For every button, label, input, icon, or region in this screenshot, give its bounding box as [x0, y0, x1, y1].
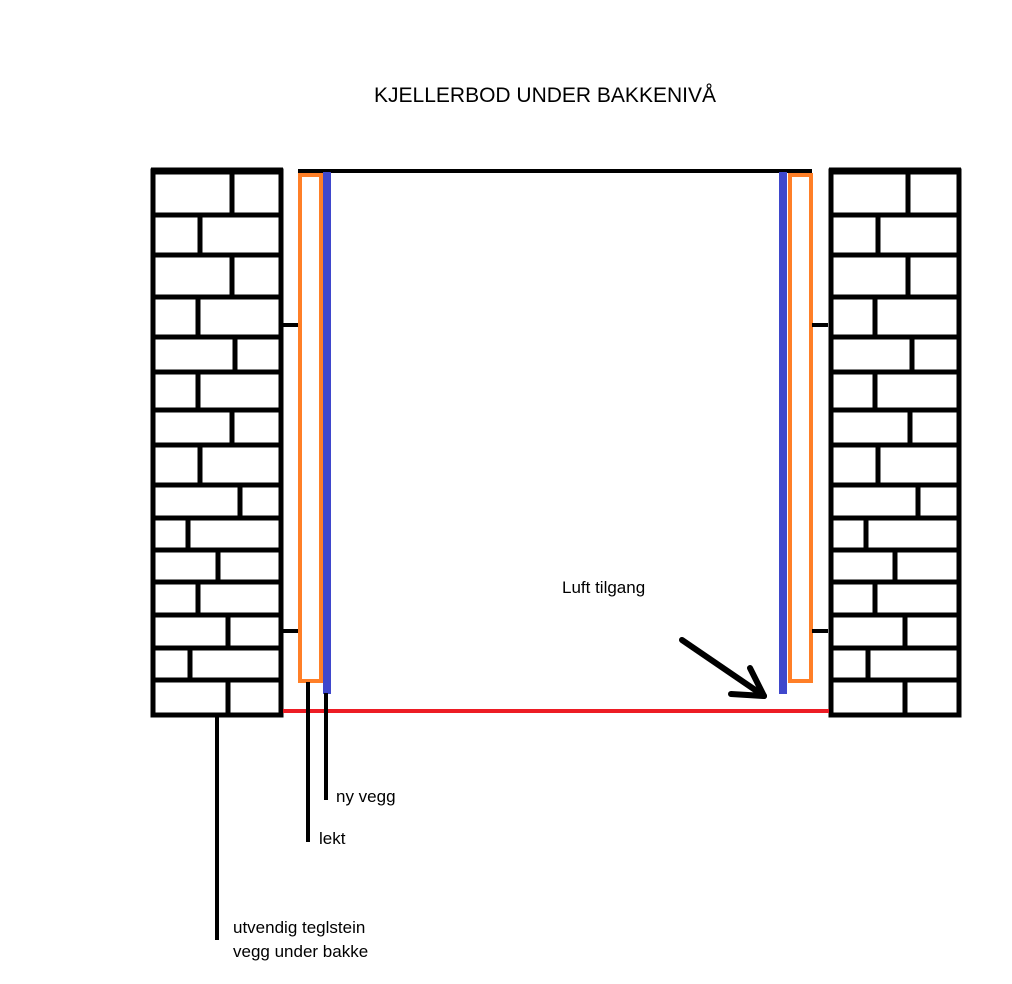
left-batten	[298, 173, 323, 683]
right-batten	[788, 173, 813, 683]
brick-wall-label-1: utvendig teglstein	[233, 918, 366, 937]
brick-wall-label-2: vegg under bakke	[233, 942, 369, 961]
right-brick-wall	[828, 167, 962, 718]
air-label: Luft tilgang	[562, 578, 646, 597]
connector-ticks	[283, 323, 828, 633]
left-brick-wall	[150, 167, 284, 718]
air-arrow-icon	[679, 637, 767, 699]
diagram-title: KJELLERBOD UNDER BAKKENIVÅ	[374, 84, 716, 107]
new-wall-label: ny vegg	[336, 787, 396, 806]
batten-label: lekt	[319, 829, 346, 848]
leader-lines	[215, 682, 328, 940]
